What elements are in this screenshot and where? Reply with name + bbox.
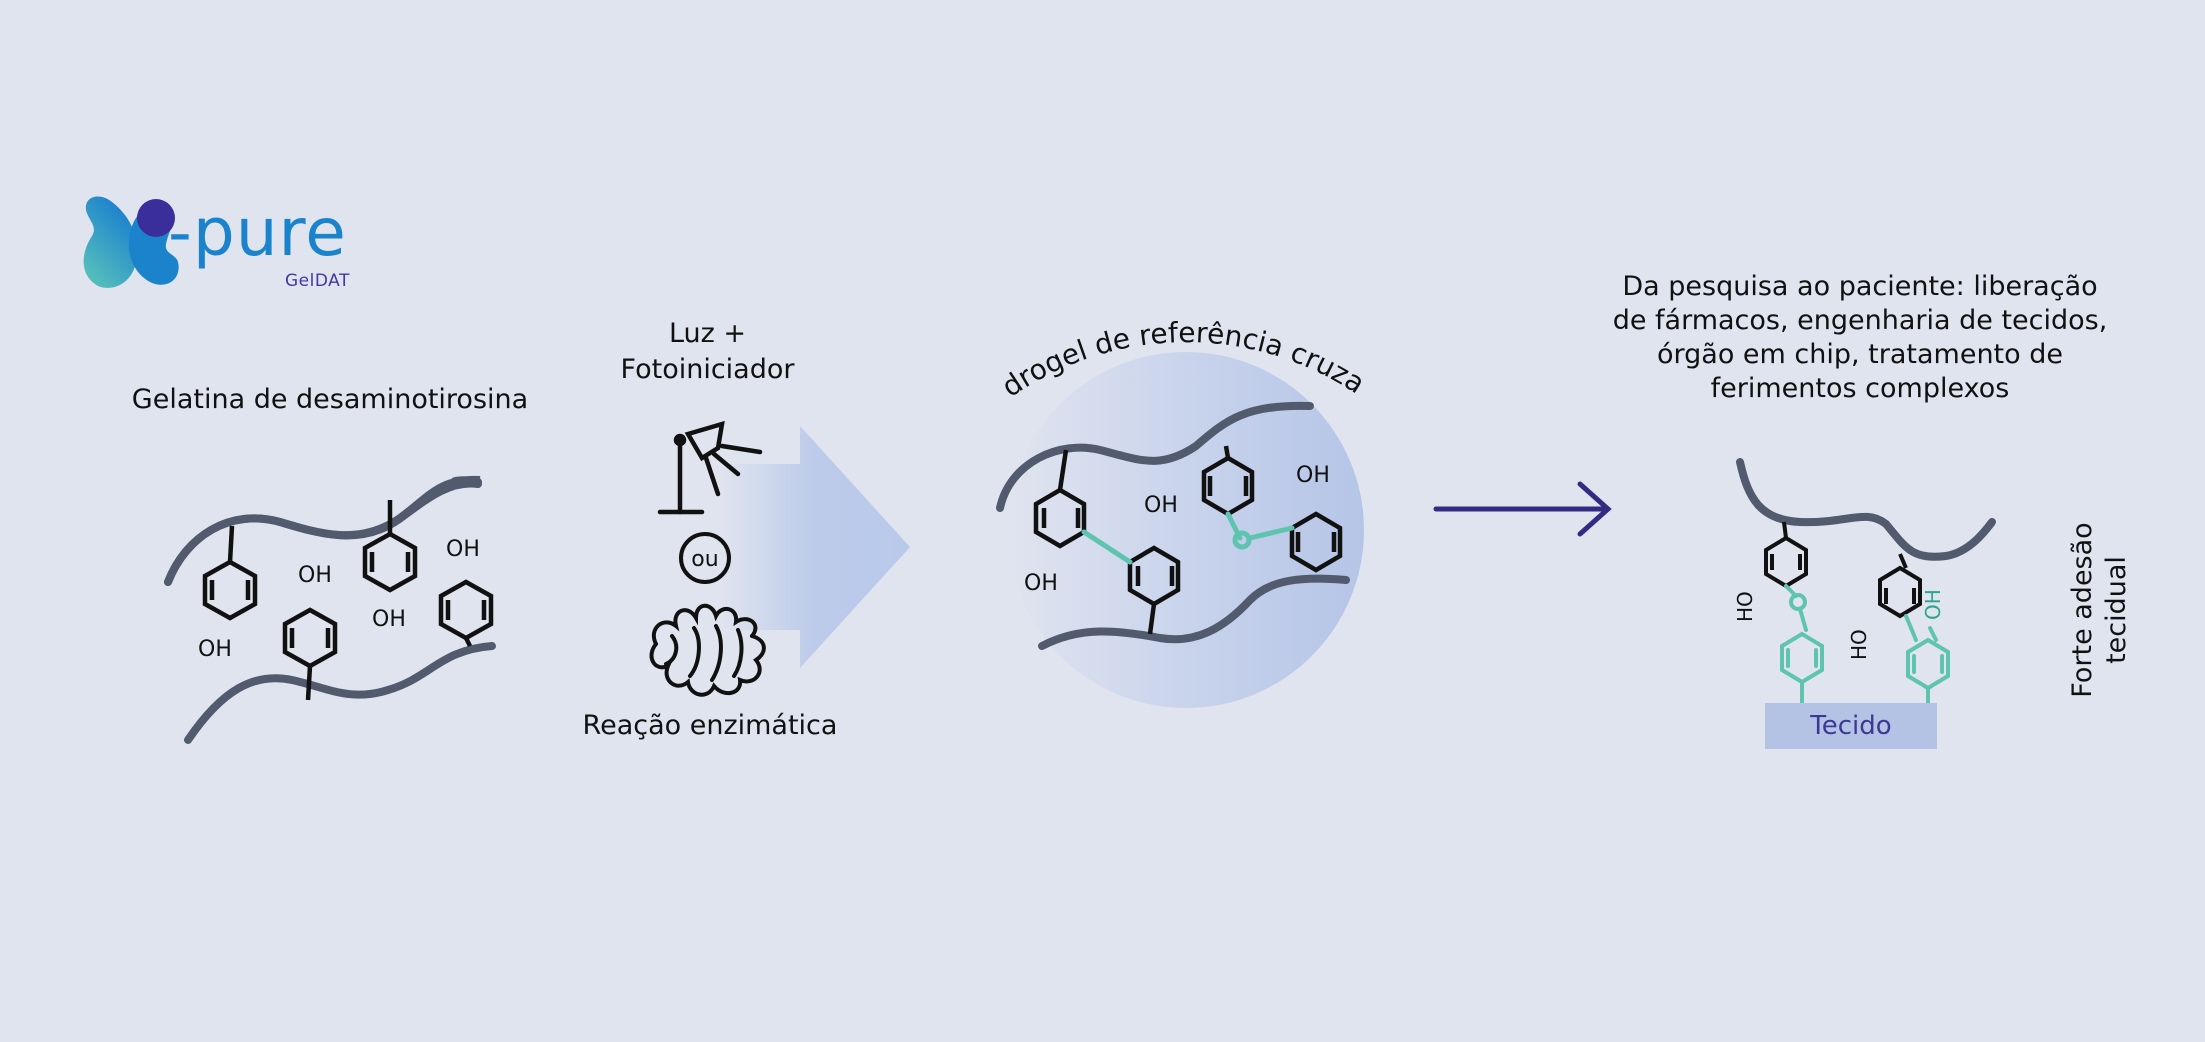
light-photoinitiator-label: Luz + Fotoiniciador xyxy=(600,316,815,388)
adhesion-line2: tecidual xyxy=(2101,556,2132,664)
applications-line2: de fármacos, engenharia de tecidos, xyxy=(1612,305,2108,336)
hydrogel-oh-labels: OH OH OH xyxy=(1024,463,1330,596)
adhesion-labels: HO HO OH xyxy=(1733,589,1945,660)
svg-text:OH: OH xyxy=(1921,589,1945,620)
gelatin-chains xyxy=(164,475,496,744)
svg-text:HO: HO xyxy=(1847,629,1871,660)
light-label-line2: Fotoiniciador xyxy=(620,354,795,385)
hydrogel-crosslinks xyxy=(1081,511,1295,565)
tissue-label: Tecido xyxy=(1765,703,1937,749)
svg-text:OH: OH xyxy=(1144,493,1178,518)
hydrogel-chains xyxy=(996,401,1350,650)
light-label-line1: Luz + xyxy=(668,318,747,349)
applications-line1: Da pesquisa ao paciente: liberação xyxy=(1622,271,2098,302)
lamp-icon xyxy=(657,420,763,515)
result-arrow xyxy=(1433,481,1612,537)
brand-name: -pure xyxy=(168,194,347,271)
adhesion-label: Forte adesão tecidual xyxy=(2030,500,2170,720)
svg-text:OH: OH xyxy=(298,563,332,588)
adhesion-rings xyxy=(1764,521,1922,619)
svg-text:OH: OH xyxy=(1024,571,1058,596)
hydrogel-circle xyxy=(1008,352,1364,708)
enzyme-icon xyxy=(649,603,766,697)
svg-text:HO: HO xyxy=(1733,591,1757,622)
applications-label: Da pesquisa ao paciente: liberação de fá… xyxy=(1590,270,2130,406)
gelatin-oh-labels: OH OH OH OH xyxy=(198,537,480,662)
logo-mark xyxy=(83,196,179,288)
adhesion-line1: Forte adesão xyxy=(2067,522,2098,698)
adhesion-crosslinks xyxy=(1780,584,1950,705)
svg-text:OH: OH xyxy=(1296,463,1330,488)
applications-line3: órgão em chip, tratamento de xyxy=(1656,339,2063,370)
enzyme-label: Reação enzimática xyxy=(582,710,838,741)
svg-text:ou: ou xyxy=(691,547,718,572)
adhesion-chain xyxy=(1736,458,1996,561)
svg-text:OH: OH xyxy=(446,537,480,562)
applications-line4: ferimentos complexos xyxy=(1710,373,2010,404)
gelatin-label: Gelatina de desaminotirosina xyxy=(131,384,529,415)
brand-subtitle: GelDAT xyxy=(285,271,350,291)
svg-text:OH: OH xyxy=(372,607,406,632)
or-badge: ou xyxy=(679,532,731,584)
gelatin-rings xyxy=(202,500,494,701)
process-arrow xyxy=(720,426,910,668)
svg-text:OH: OH xyxy=(198,637,232,662)
